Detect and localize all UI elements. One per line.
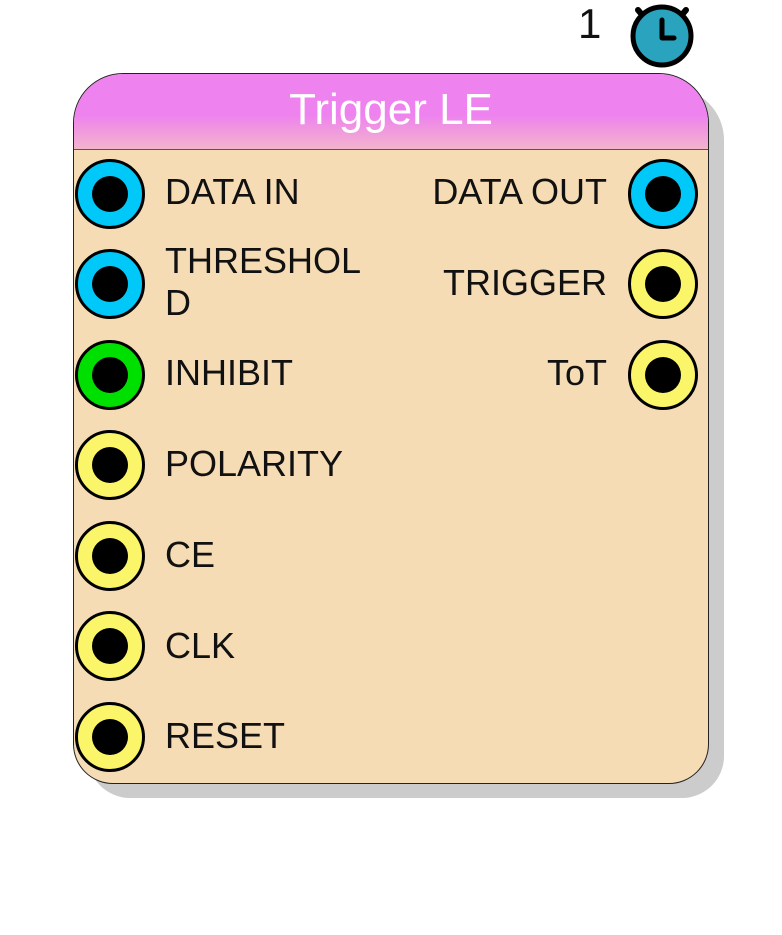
output-port-tot[interactable]: [628, 340, 698, 410]
input-label-threshold: THRESHOLD: [165, 240, 362, 323]
input-label-polarity: POLARITY: [165, 443, 344, 484]
input-port-inhibit[interactable]: [75, 340, 145, 410]
input-label-inhibit: INHIBIT: [165, 352, 294, 393]
trigger-le-block[interactable]: Trigger LE: [73, 73, 709, 784]
input-port-clk[interactable]: [75, 611, 145, 681]
block-header[interactable]: Trigger LE: [74, 74, 708, 150]
input-port-ce[interactable]: [75, 521, 145, 591]
instance-counter: 1: [578, 0, 602, 47]
output-port-trigger[interactable]: [628, 249, 698, 319]
block-title: Trigger LE: [289, 85, 493, 134]
output-label-tot: ToT: [546, 352, 607, 393]
input-label-data-in: DATA IN: [165, 171, 300, 212]
output-port-data-out[interactable]: [628, 159, 698, 229]
input-port-data-in[interactable]: [75, 159, 145, 229]
stopwatch-icon[interactable]: [628, 0, 696, 68]
input-label-ce: CE: [165, 534, 216, 575]
output-label-data-out: DATA OUT: [432, 171, 607, 212]
input-port-polarity[interactable]: [75, 430, 145, 500]
input-label-reset: RESET: [165, 715, 286, 756]
output-label-trigger: TRIGGER: [442, 262, 607, 303]
input-label-clk: CLK: [165, 625, 236, 666]
input-port-threshold[interactable]: [75, 249, 145, 319]
input-port-reset[interactable]: [75, 702, 145, 772]
